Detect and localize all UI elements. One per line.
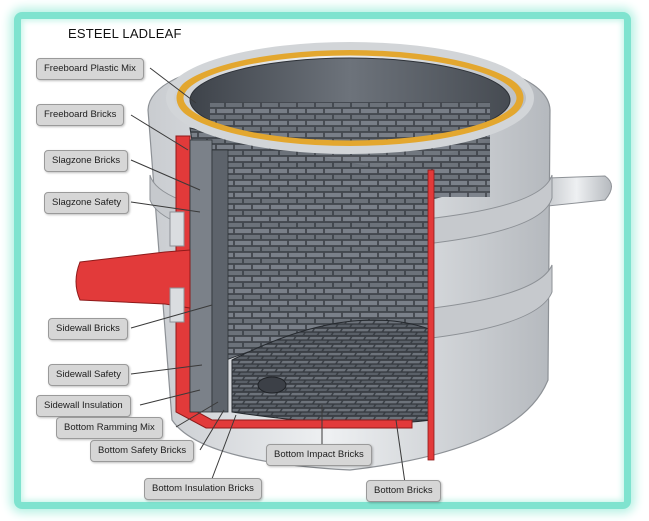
label-freeboard-bricks: Freeboard Bricks bbox=[36, 104, 125, 126]
label-bottom-safety-bricks: Bottom Safety Bricks bbox=[90, 440, 195, 462]
top-rim bbox=[166, 42, 534, 154]
leader-bottom-safety-bricks bbox=[199, 409, 225, 451]
label-bottom-impact-bricks: Bottom Impact Bricks bbox=[266, 444, 372, 466]
leader-bottom-insulation-bricks bbox=[209, 414, 237, 485]
leader-sidewall-safety bbox=[130, 364, 203, 375]
trunnion-bracket-upper bbox=[169, 211, 185, 247]
label-slagzone-bricks: Slagzone Bricks bbox=[44, 150, 129, 172]
nozzle-well bbox=[257, 376, 287, 394]
leader-slagzone-safety bbox=[130, 201, 201, 213]
label-bottom-insulation-bricks: Bottom Insulation Bricks bbox=[144, 478, 262, 500]
back-wall-bricks-lower bbox=[210, 140, 490, 210]
leader-lines bbox=[130, 67, 406, 485]
freeboard-plastic-mix-ring bbox=[176, 48, 524, 148]
leader-bottom-ramming-mix bbox=[175, 401, 219, 428]
leader-sidewall-bricks bbox=[130, 304, 213, 329]
label-bottom-ramming-mix: Bottom Ramming Mix bbox=[56, 417, 163, 439]
brand-title: ESTEEL LADLEAF bbox=[68, 26, 182, 41]
sidewall-safety-bricks bbox=[189, 139, 213, 413]
leader-sidewall-insulation bbox=[139, 389, 201, 406]
leader-freeboard-bricks bbox=[130, 114, 189, 151]
leader-slagzone-bricks bbox=[130, 159, 201, 191]
label-sidewall-bricks: Sidewall Bricks bbox=[48, 318, 128, 340]
slagzone-bricks-column bbox=[211, 149, 229, 413]
left-trunnion bbox=[75, 249, 191, 309]
label-bottom-bricks: Bottom Bricks bbox=[366, 480, 441, 502]
leader-bottom-bricks bbox=[395, 419, 406, 484]
label-sidewall-safety: Sidewall Safety bbox=[48, 364, 129, 386]
right-cut-safety-edge bbox=[427, 169, 435, 461]
label-freeboard-plastic-mix: Freeboard Plastic Mix bbox=[36, 58, 144, 80]
leader-freeboard-plastic-mix bbox=[149, 67, 197, 104]
trunnion-bracket-lower bbox=[169, 287, 185, 323]
label-slagzone-safety: Slagzone Safety bbox=[44, 192, 130, 214]
right-trunnion bbox=[547, 175, 612, 207]
label-sidewall-insulation: Sidewall Insulation bbox=[36, 395, 131, 417]
